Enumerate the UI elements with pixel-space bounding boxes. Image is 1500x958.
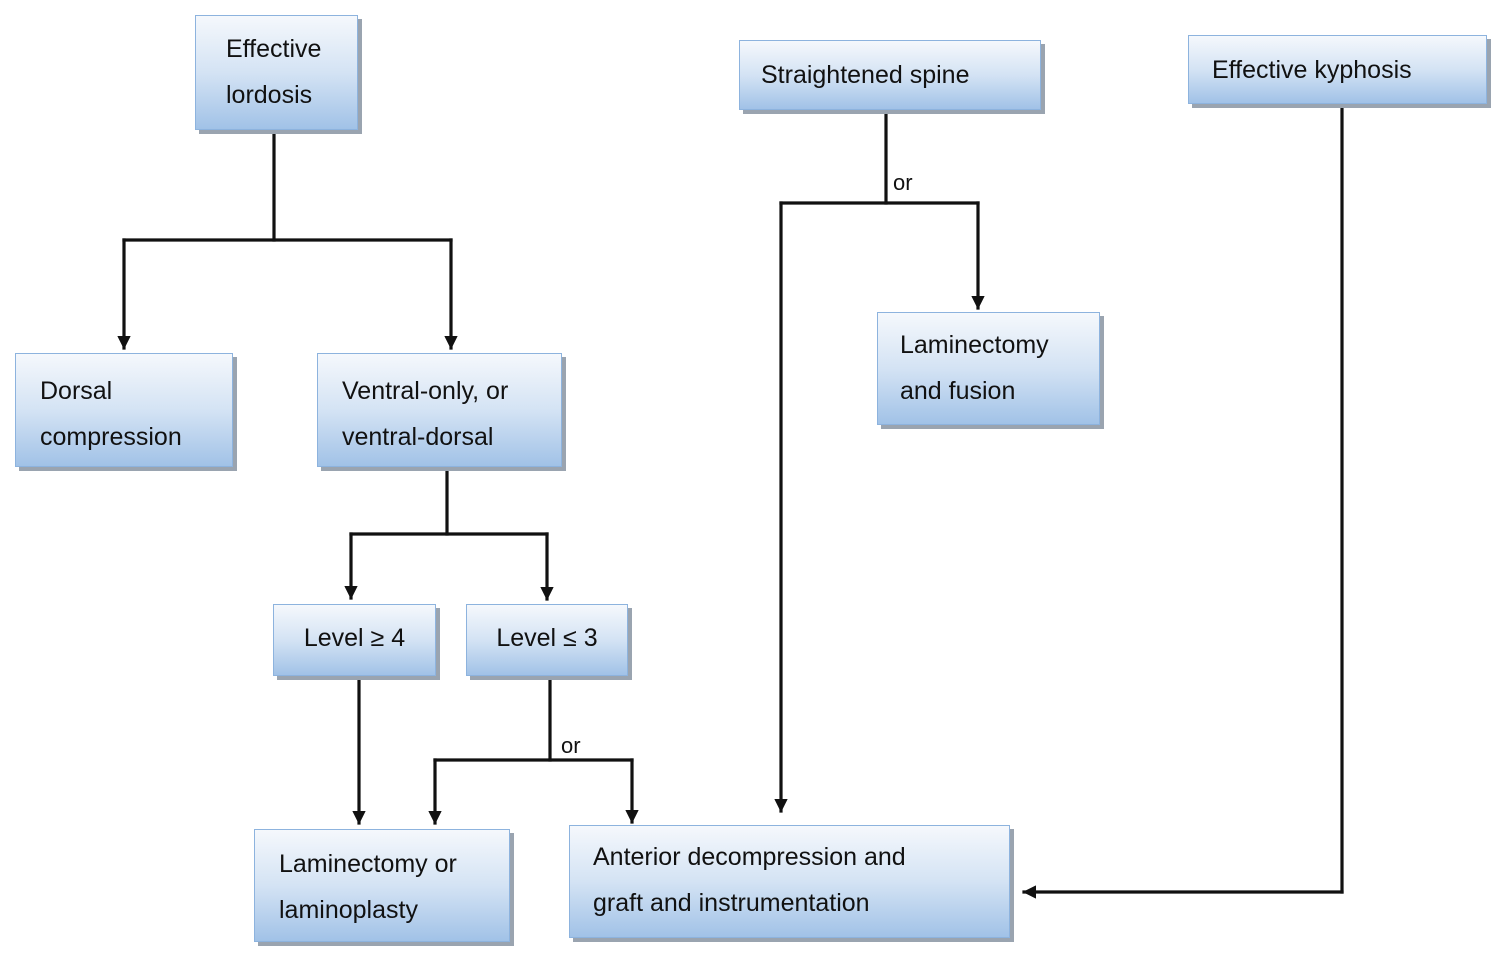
node-level-ge-4: Level ≥ 4: [273, 604, 436, 676]
node-effective-kyphosis: Effective kyphosis: [1188, 35, 1487, 104]
node-text-line: Effective: [226, 35, 322, 63]
node-text-line: Anterior decompression and: [593, 843, 906, 871]
node-effective-lordosis: Effective lordosis: [195, 15, 358, 130]
node-text-line: and fusion: [900, 377, 1016, 405]
node-text-line: Ventral-only, or: [342, 377, 509, 405]
node-text-line: laminoplasty: [279, 896, 418, 924]
node-anterior-decompression: Anterior decompression and graft and ins…: [569, 825, 1010, 938]
node-text-line: Laminectomy: [900, 331, 1049, 359]
node-level-le-3: Level ≤ 3: [466, 604, 628, 676]
node-text-line: ventral-dorsal: [342, 423, 494, 451]
node-text-line: Level ≤ 3: [496, 624, 598, 652]
node-text-line: lordosis: [226, 81, 313, 109]
node-text-line: Laminectomy or: [279, 850, 457, 878]
branch-label-or-level: or: [561, 733, 581, 758]
node-ventral-compression: Ventral-only, or ventral-dorsal: [317, 353, 562, 467]
branch-label-or-straightened: or: [893, 170, 913, 195]
node-text-line: Straightened spine: [761, 61, 970, 89]
node-text-line: Dorsal: [40, 377, 113, 405]
node-laminectomy-laminoplasty: Laminectomy or laminoplasty: [254, 829, 510, 942]
node-text-line: Effective kyphosis: [1212, 56, 1412, 84]
node-text-line: compression: [40, 423, 182, 451]
node-text-line: graft and instrumentation: [593, 889, 870, 917]
node-laminectomy-fusion: Laminectomy and fusion: [877, 312, 1100, 425]
node-dorsal-compression: Dorsal compression: [15, 353, 233, 467]
node-straightened-spine: Straightened spine: [739, 40, 1041, 110]
node-text-line: Level ≥ 4: [303, 624, 406, 652]
